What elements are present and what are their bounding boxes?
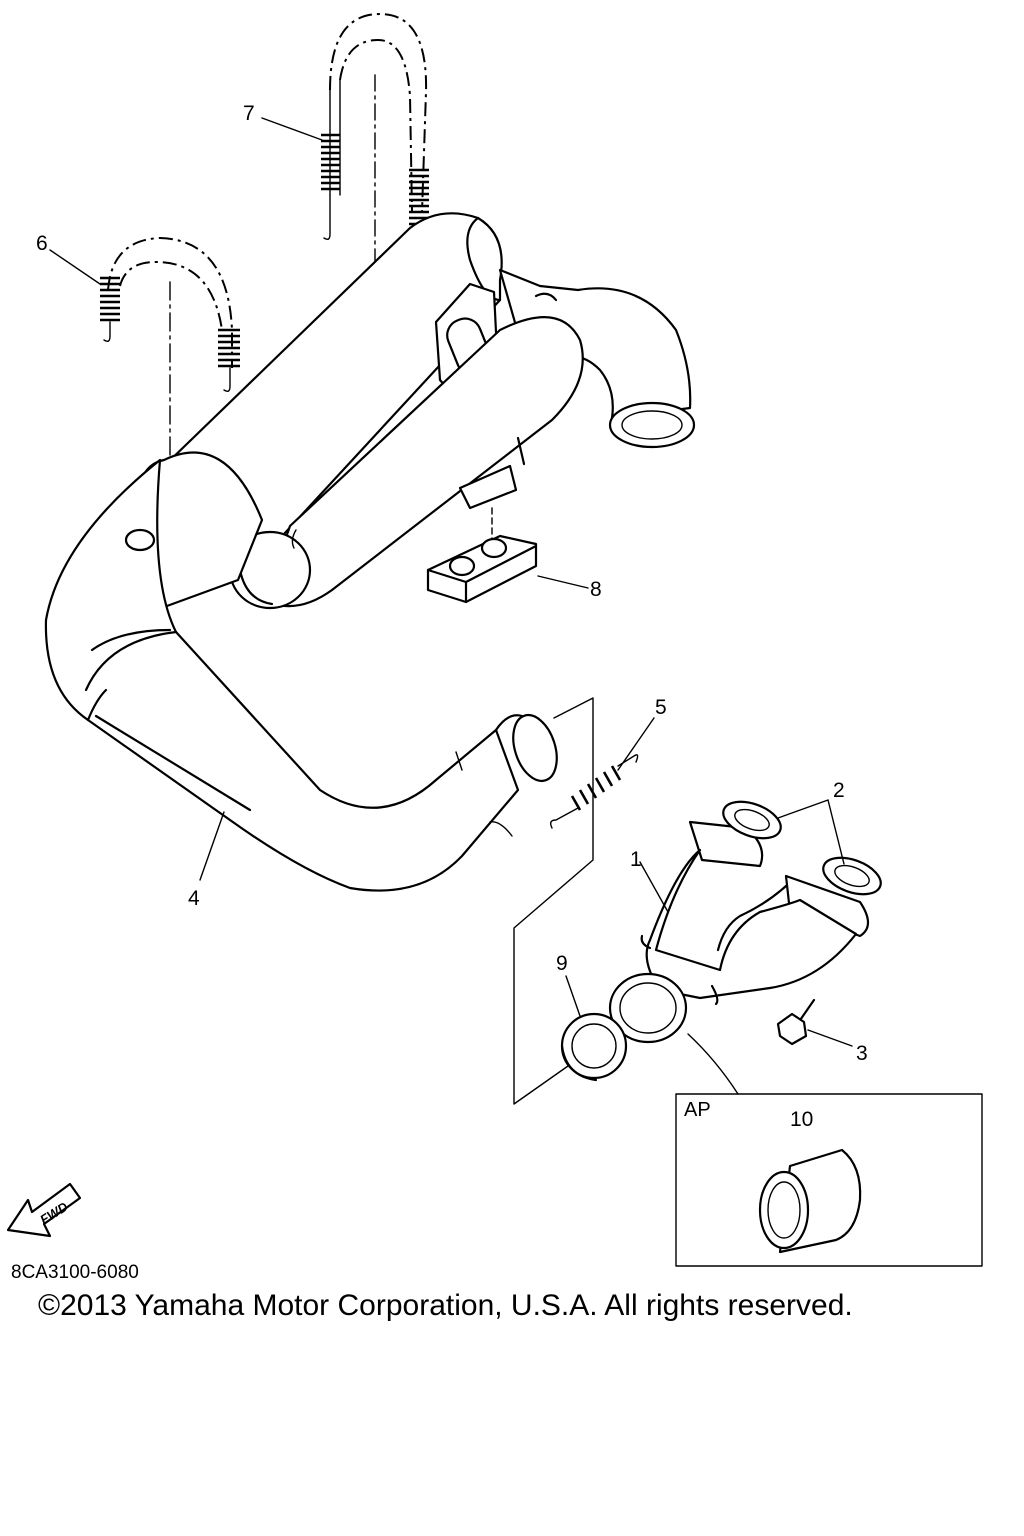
spring-part-6 (100, 236, 240, 501)
callout-8: 8 (590, 578, 602, 601)
bolt-part-3 (776, 998, 816, 1046)
copyright-notice: ©2013 Yamaha Motor Corporation, U.S.A. A… (38, 1289, 853, 1322)
muffler-part-4 (44, 212, 696, 892)
callout-9: 9 (556, 952, 568, 975)
callout-6: 6 (36, 232, 48, 255)
group-bracket (513, 697, 594, 1105)
fwd-arrow-icon: FWD (6, 1182, 82, 1238)
gaskets-part-2 (722, 800, 882, 896)
damper-part-8 (426, 507, 538, 604)
callout-2: 2 (833, 779, 845, 802)
spring-part-5 (549, 754, 639, 829)
diagram-code: 8CA3100-6080 (11, 1262, 139, 1283)
callout-4: 4 (188, 887, 200, 910)
ap-label: AP (684, 1099, 711, 1121)
manifold-part-1 (608, 820, 870, 1044)
callout-5: 5 (655, 696, 667, 719)
seal-part-9 (560, 1012, 628, 1082)
ap-inset (675, 1033, 983, 1267)
callout-numbers: 7 6 8 5 2 1 4 9 3 10 AP (36, 102, 868, 1131)
callout-3: 3 (856, 1042, 868, 1065)
leader-lines (49, 117, 853, 1047)
callout-10: 10 (790, 1108, 813, 1131)
callout-1: 1 (630, 848, 642, 871)
callout-7: 7 (243, 102, 255, 125)
